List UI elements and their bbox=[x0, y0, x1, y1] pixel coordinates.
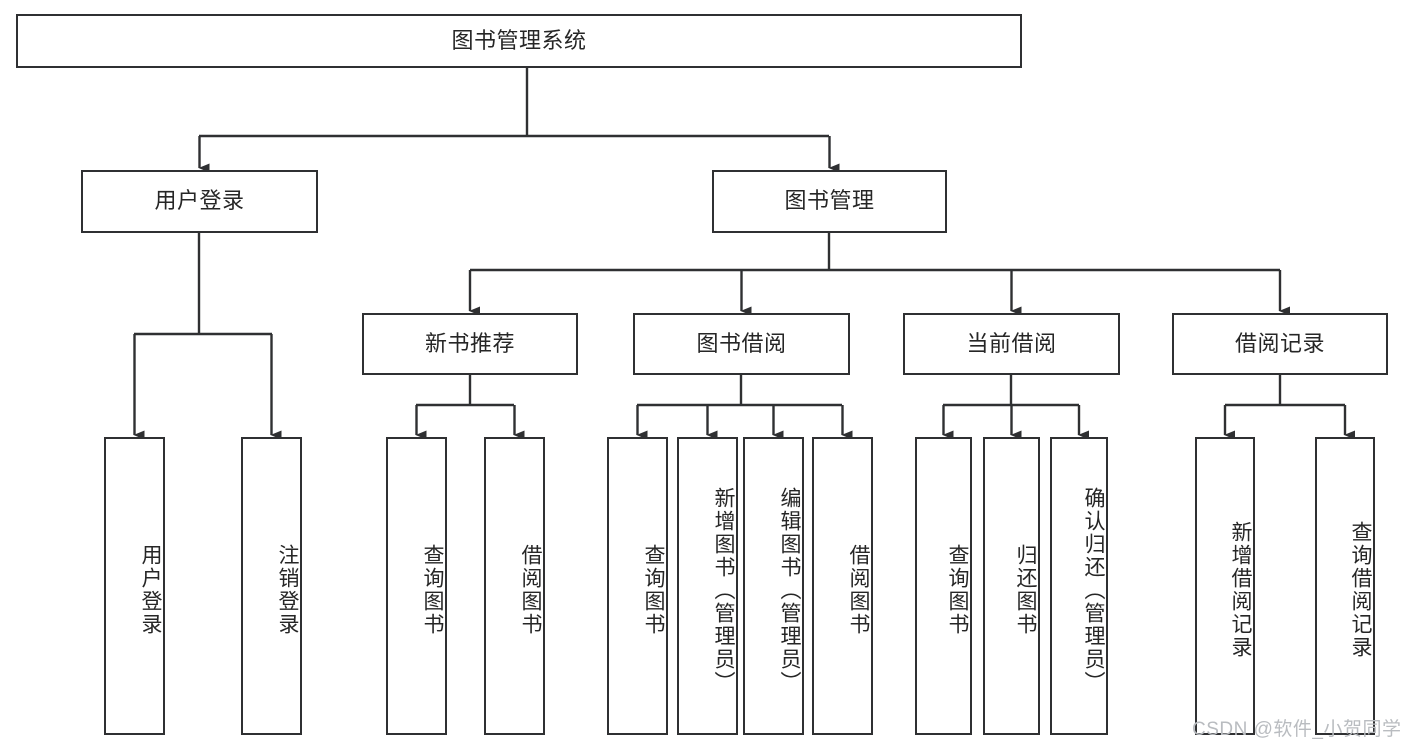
node-book-manage[interactable]: 图书管理 bbox=[712, 170, 947, 233]
node-label: 新书推荐 bbox=[424, 330, 515, 356]
node-label: 新增图书（管理员） bbox=[712, 486, 735, 694]
node-leaf-confirm-return[interactable]: 确认归还（管理员） bbox=[1050, 437, 1108, 735]
node-label: 查询图书 bbox=[421, 544, 444, 636]
node-label: 借阅记录 bbox=[1234, 330, 1325, 356]
node-label: 当前借阅 bbox=[966, 330, 1057, 356]
node-label: 查询借阅记录 bbox=[1349, 521, 1372, 659]
node-leaf-query-record[interactable]: 查询借阅记录 bbox=[1315, 437, 1375, 735]
node-label: 编辑图书（管理员） bbox=[778, 486, 801, 694]
node-label: 注销登录 bbox=[276, 544, 299, 636]
node-leaf-user-login[interactable]: 用户登录 bbox=[104, 437, 165, 735]
node-label: 用户登录 bbox=[154, 188, 245, 214]
node-book-borrow[interactable]: 图书借阅 bbox=[633, 313, 850, 375]
node-leaf-query-book-current[interactable]: 查询图书 bbox=[915, 437, 972, 735]
node-root[interactable]: 图书管理系统 bbox=[16, 14, 1022, 68]
node-leaf-query-book-rec[interactable]: 查询图书 bbox=[386, 437, 447, 735]
node-leaf-logout[interactable]: 注销登录 bbox=[241, 437, 302, 735]
node-label: 确认归还（管理员） bbox=[1082, 486, 1105, 694]
node-label: 查询图书 bbox=[642, 544, 665, 636]
node-leaf-borrow-book[interactable]: 借阅图书 bbox=[812, 437, 873, 735]
node-label: 借阅图书 bbox=[519, 544, 542, 636]
node-label: 新增借阅记录 bbox=[1229, 521, 1252, 659]
node-label: 借阅图书 bbox=[847, 544, 870, 636]
node-new-book-rec[interactable]: 新书推荐 bbox=[362, 313, 578, 375]
node-leaf-add-record[interactable]: 新增借阅记录 bbox=[1195, 437, 1255, 735]
node-leaf-return-book[interactable]: 归还图书 bbox=[983, 437, 1040, 735]
node-leaf-edit-book[interactable]: 编辑图书（管理员） bbox=[743, 437, 804, 735]
node-leaf-query-book-borrow[interactable]: 查询图书 bbox=[607, 437, 668, 735]
node-label: 图书借阅 bbox=[696, 330, 787, 356]
node-label: 图书管理 bbox=[784, 188, 875, 214]
node-user-login[interactable]: 用户登录 bbox=[81, 170, 318, 233]
node-label: 图书管理系统 bbox=[451, 27, 587, 53]
node-leaf-add-book[interactable]: 新增图书（管理员） bbox=[677, 437, 738, 735]
wire-layer bbox=[133, 68, 1355, 440]
node-current-borrow[interactable]: 当前借阅 bbox=[903, 313, 1120, 375]
node-label: 用户登录 bbox=[139, 544, 162, 636]
node-label: 查询图书 bbox=[946, 544, 969, 636]
node-leaf-borrow-book-rec[interactable]: 借阅图书 bbox=[484, 437, 545, 735]
node-label: 归还图书 bbox=[1014, 544, 1037, 636]
node-borrow-record[interactable]: 借阅记录 bbox=[1172, 313, 1388, 375]
